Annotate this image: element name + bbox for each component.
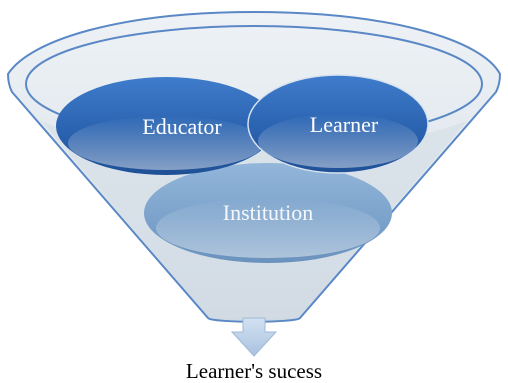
- outcome-caption: Learner's sucess: [186, 359, 322, 383]
- node-institution-label: Institution: [223, 200, 313, 225]
- node-educator-label: Educator: [142, 114, 222, 139]
- node-learner: Learner: [247, 74, 429, 174]
- node-educator: Educator: [56, 77, 276, 175]
- node-institution: Institution: [144, 163, 392, 263]
- down-arrow-icon: [230, 317, 278, 357]
- node-learner-label: Learner: [310, 112, 379, 137]
